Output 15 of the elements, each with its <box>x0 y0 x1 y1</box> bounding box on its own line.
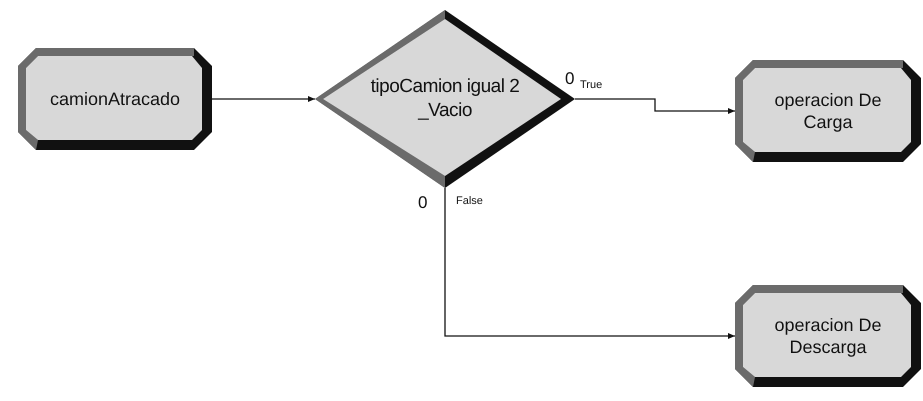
decision-diamond <box>315 10 575 188</box>
edge-label: True <box>580 80 602 91</box>
node-label: tipoCamion igual 2 _Vacio <box>370 75 520 123</box>
process-box <box>18 48 212 150</box>
connector-arrow <box>212 96 315 102</box>
edge-label: False <box>456 196 483 207</box>
connector-arrow <box>575 98 735 114</box>
node-label: camionAtracado <box>48 88 182 110</box>
process-box <box>735 285 921 387</box>
node-label: operacion De Carga <box>773 88 883 134</box>
counter-value: 0 <box>565 70 574 87</box>
connector-arrow <box>444 188 735 339</box>
process-box <box>735 60 921 162</box>
node-label: operacion De Descarga <box>773 314 883 358</box>
counter-value: 0 <box>418 194 428 211</box>
